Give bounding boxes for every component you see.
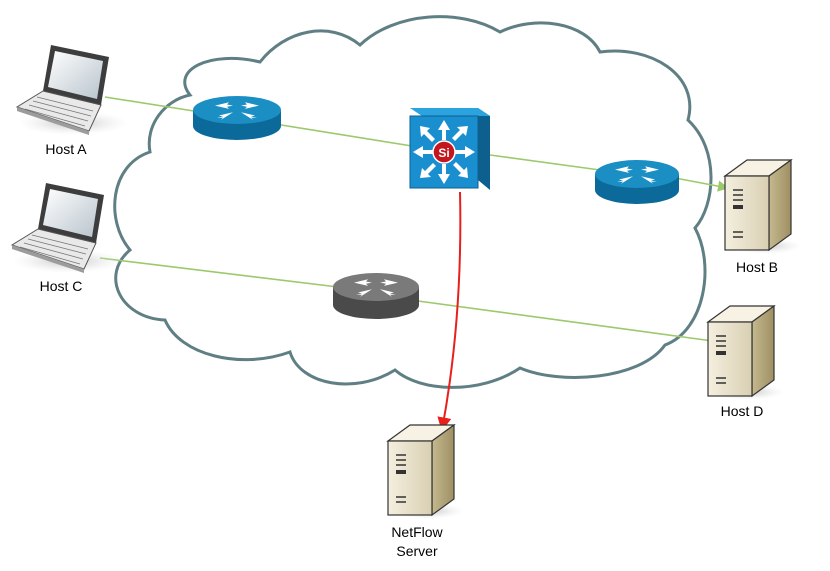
si-badge-icon [432,140,456,164]
router-1-icon[interactable] [193,96,281,140]
netflow-server-label-line1: NetFlow [391,524,443,540]
link-router-2-host-b [674,177,730,192]
router-3-icon[interactable] [333,273,419,319]
link-router-3-host-d [417,300,722,347]
switch-arrows-icon [413,120,475,184]
link-router-1-switch [274,123,413,147]
host-d-server-icon[interactable] [706,304,784,400]
router-2-icon[interactable] [595,160,679,204]
link-host-a-router-1 [104,96,201,113]
netflow-server-label-line2: Server [396,543,438,559]
link-host-c-router-3 [99,257,339,288]
host-a-laptop-icon[interactable] [15,45,128,135]
si-badge-text: Si [438,146,449,160]
host-b-label: Host B [736,259,778,275]
netflow-export-link [437,191,462,432]
link-switch-router-2 [489,154,601,171]
host-b-server-icon[interactable] [723,158,801,254]
netflow-server-icon[interactable] [386,423,464,519]
l3-switch-icon[interactable]: Si [409,108,490,190]
host-a-label: Host A [45,141,87,157]
links [99,96,730,432]
host-d-label: Host D [721,403,764,419]
host-c-laptop-icon[interactable] [10,183,123,273]
host-c-label: Host C [40,278,83,294]
